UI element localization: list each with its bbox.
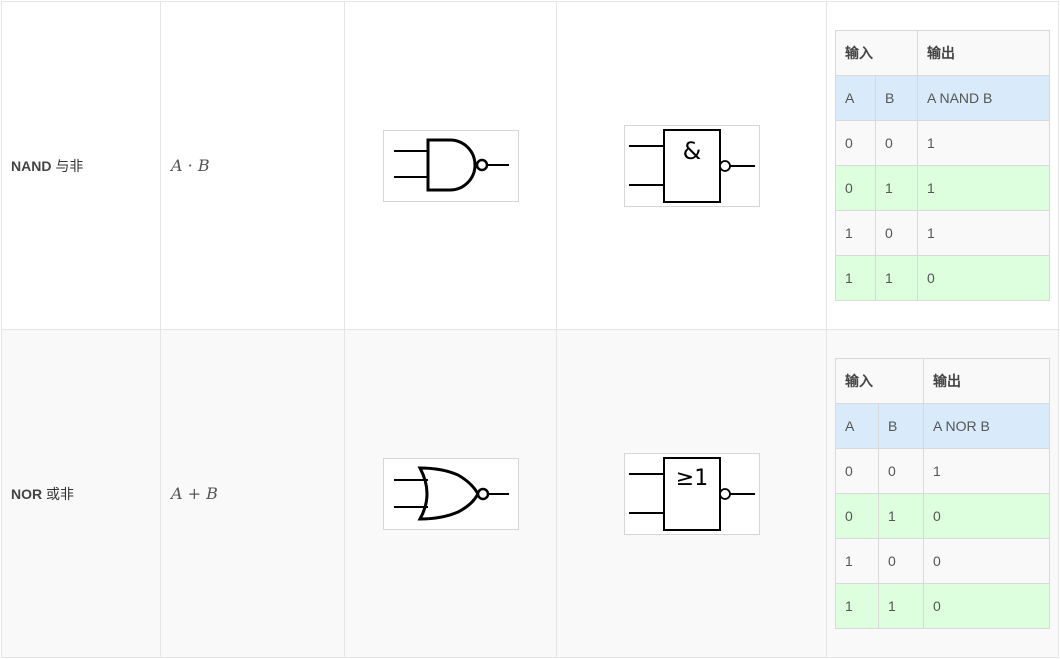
nor-gate-symbol-icon (382, 457, 519, 530)
truth-row: 0 1 1 (835, 165, 1050, 211)
truth-table-nor: 输入 输出 A B A NOR B 0 0 1 0 (835, 358, 1050, 629)
input-header: 输入 (835, 30, 918, 76)
boolean-expression: A + B (171, 483, 218, 503)
boolean-expression: A · B (171, 155, 210, 175)
gate-name-cell: NAND 与非 (1, 1, 161, 330)
truth-cell: 1 (917, 165, 1050, 211)
truth-row: 1 0 0 (835, 538, 1050, 584)
gate-name-en: NOR (11, 485, 43, 502)
truth-cell: 0 (875, 210, 918, 256)
truth-row: 0 0 1 (835, 120, 1050, 166)
gate-name-zh: 与非 (55, 157, 84, 174)
iec-nor-symbol-icon: ≥1 (623, 452, 760, 535)
truth-cell: 0 (875, 120, 918, 166)
gate-row-nand: NAND 与非 A · B (1, 1, 1059, 330)
col-a-header: A (835, 403, 879, 449)
nand-gate-symbol-icon (382, 129, 519, 202)
iec-nand-symbol-icon: & (623, 124, 760, 207)
iec-label: & (682, 137, 701, 165)
truth-cell: 0 (923, 583, 1050, 629)
iec-label: ≥1 (675, 466, 707, 491)
gate-name-zh: 或非 (46, 485, 75, 502)
gate-name-cell: NOR 或非 (1, 329, 161, 658)
gate-name-en: NAND (11, 157, 52, 174)
truth-row: 0 1 0 (835, 493, 1050, 539)
us-symbol-cell (344, 329, 557, 658)
output-header: 输出 (917, 30, 1050, 76)
truth-cell: 1 (878, 493, 924, 539)
truth-table-cell: 输入 输出 A B A NAND B 0 0 1 0 (826, 1, 1059, 330)
iec-symbol-cell: ≥1 (556, 329, 827, 658)
truth-cell: 1 (878, 583, 924, 629)
col-out-header: A NOR B (923, 403, 1050, 449)
truth-cell: 0 (835, 165, 876, 211)
iec-symbol-cell: & (556, 1, 827, 330)
input-header: 输入 (835, 358, 924, 404)
truth-cell: 1 (835, 210, 876, 256)
truth-cell: 0 (835, 448, 879, 494)
us-symbol-cell (344, 1, 557, 330)
gate-expression-cell: A + B (160, 329, 345, 658)
truth-cell: 0 (835, 120, 876, 166)
truth-cell: 1 (875, 165, 918, 211)
truth-table-nand: 输入 输出 A B A NAND B 0 0 1 0 (835, 30, 1050, 301)
gate-row-nor: NOR 或非 A + B (1, 329, 1059, 658)
truth-cell: 1 (835, 538, 879, 584)
truth-cell: 1 (875, 255, 918, 301)
gate-expression-cell: A · B (160, 1, 345, 330)
truth-table-cell: 输入 输出 A B A NOR B 0 0 1 0 (826, 329, 1059, 658)
truth-cell: 0 (923, 493, 1050, 539)
truth-cell: 0 (878, 538, 924, 584)
truth-cell: 1 (835, 255, 876, 301)
col-a-header: A (835, 75, 876, 121)
truth-row: 1 1 0 (835, 583, 1050, 629)
output-header: 输出 (923, 358, 1050, 404)
col-b-header: B (875, 75, 918, 121)
truth-cell: 0 (878, 448, 924, 494)
truth-cell: 0 (917, 255, 1050, 301)
col-out-header: A NAND B (917, 75, 1050, 121)
truth-cell: 0 (923, 538, 1050, 584)
truth-cell: 0 (835, 493, 879, 539)
truth-cell: 1 (835, 583, 879, 629)
truth-row: 1 1 0 (835, 255, 1050, 301)
truth-cell: 1 (923, 448, 1050, 494)
truth-cell: 1 (917, 120, 1050, 166)
truth-row: 1 0 1 (835, 210, 1050, 256)
truth-cell: 1 (917, 210, 1050, 256)
col-b-header: B (878, 403, 924, 449)
truth-row: 0 0 1 (835, 448, 1050, 494)
